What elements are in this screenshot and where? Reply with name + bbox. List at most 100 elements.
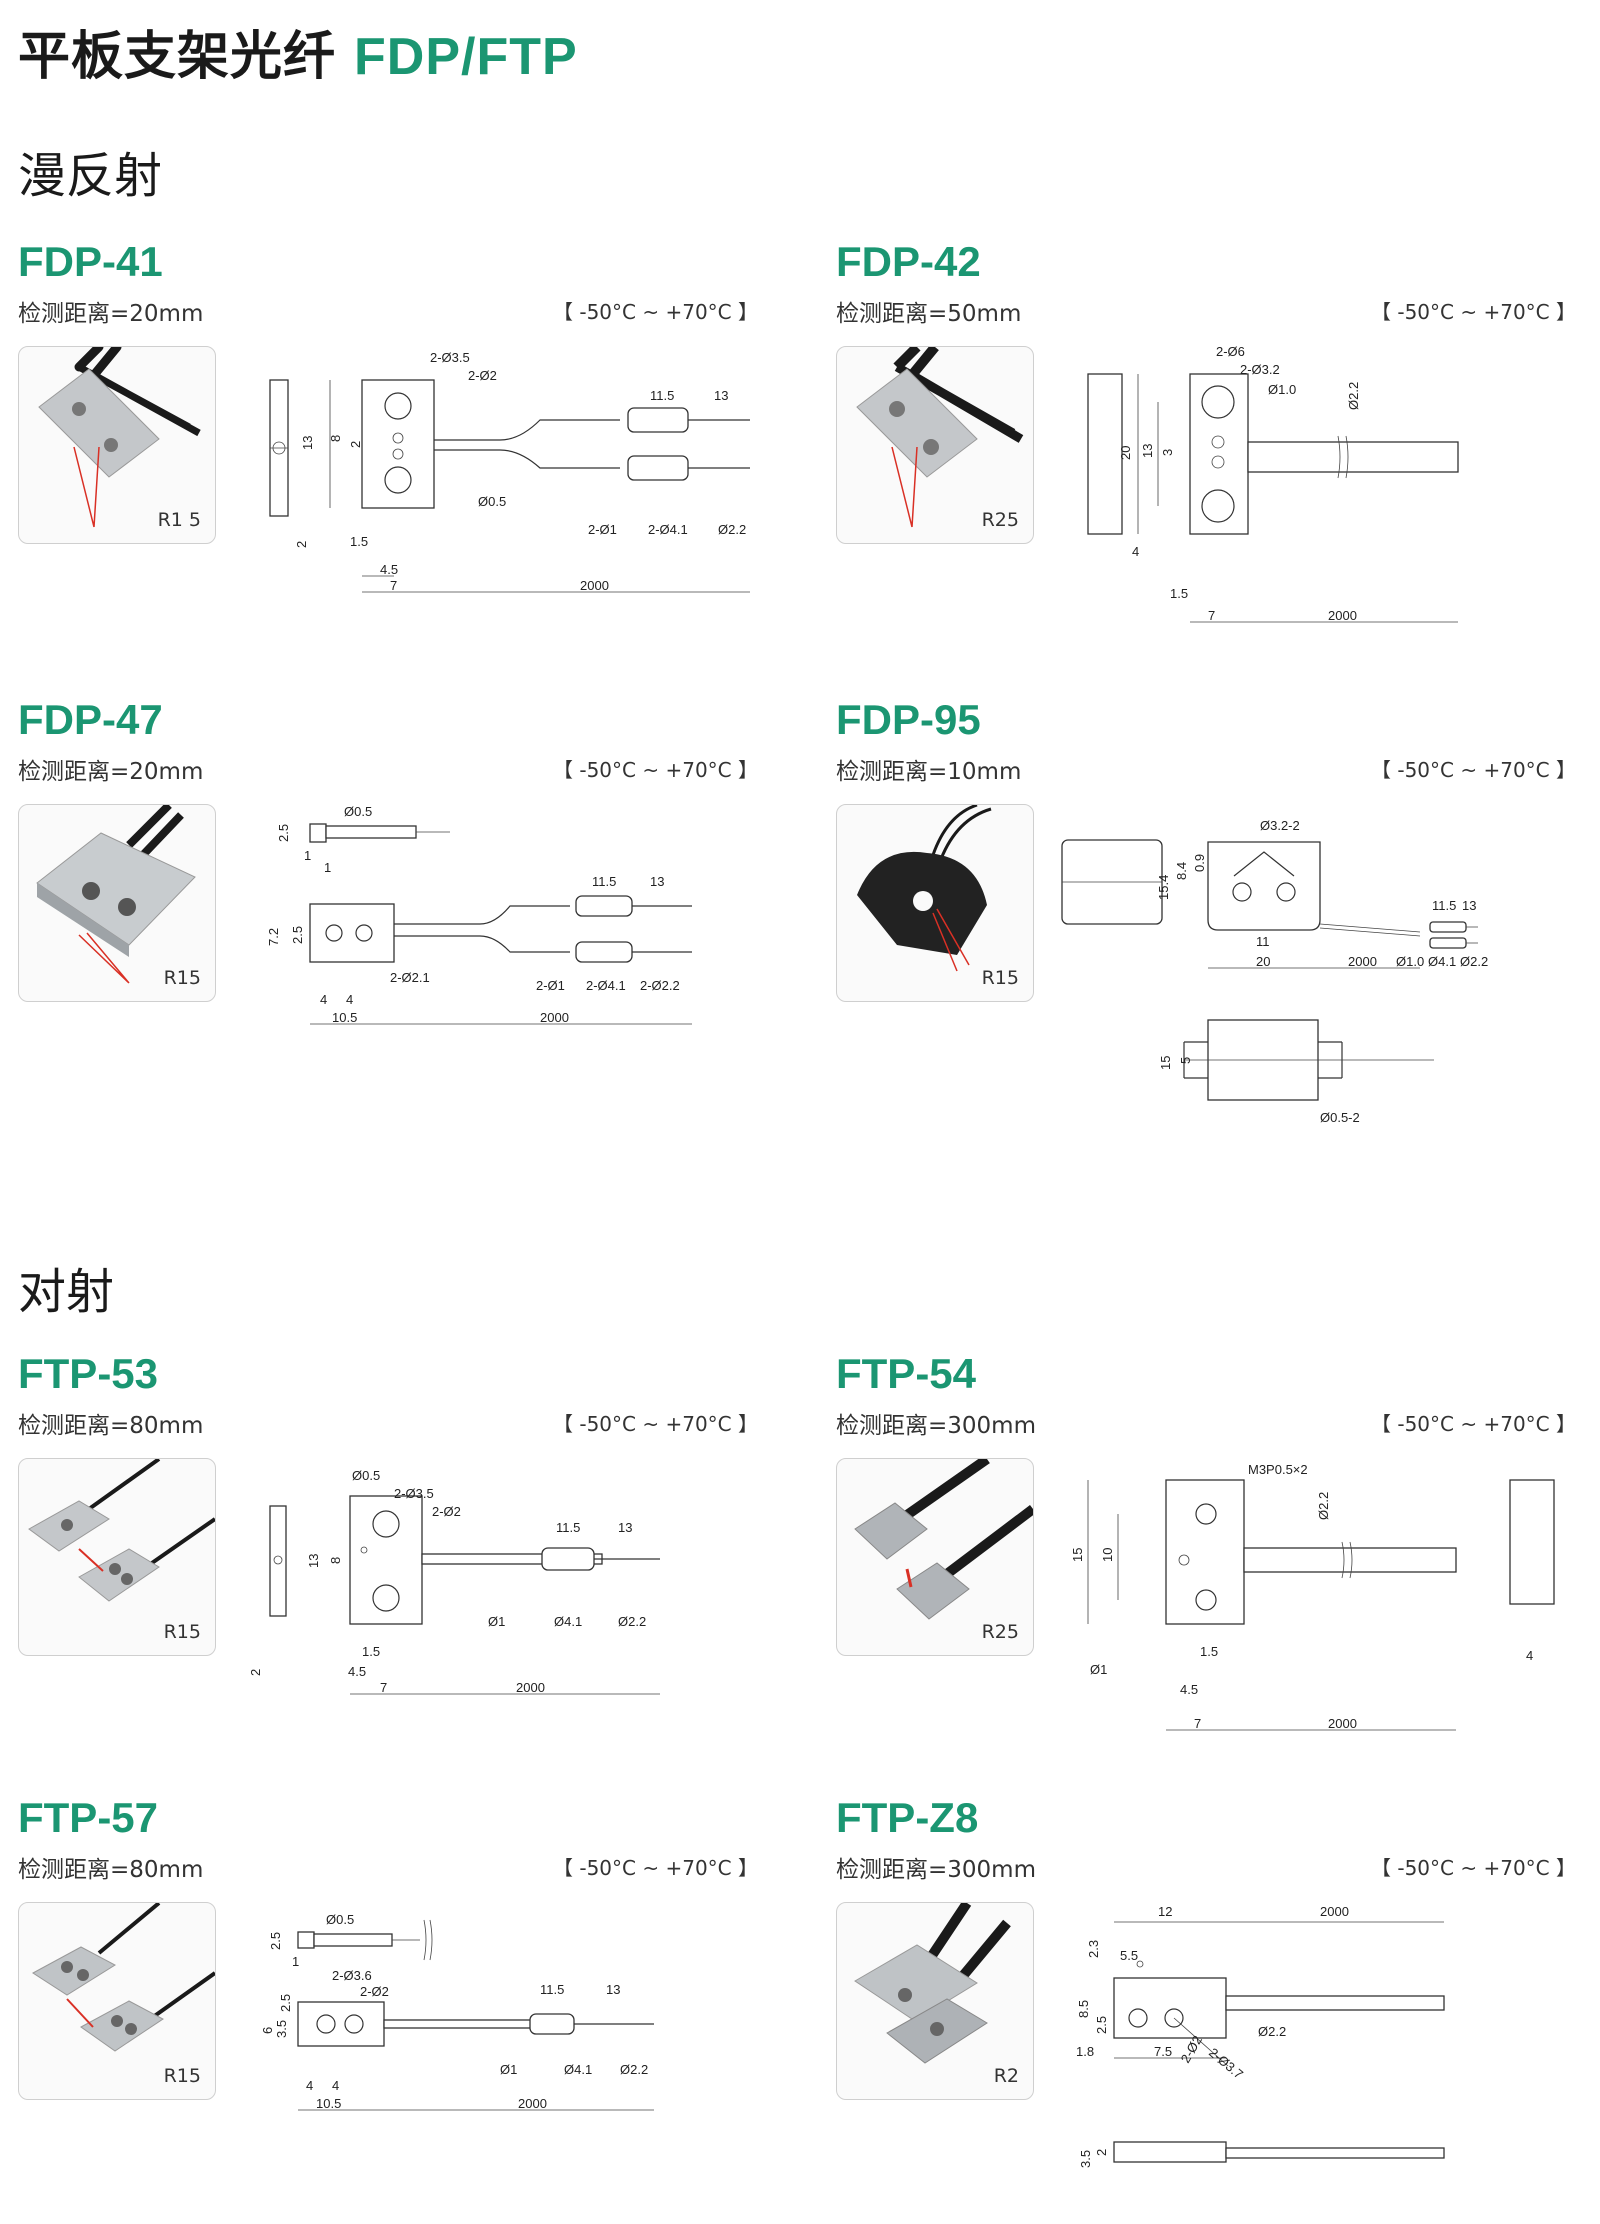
- dim-label: 0.9: [1192, 854, 1207, 872]
- dim-label: 11.5: [592, 874, 616, 889]
- dim-label: Ø1: [488, 1614, 505, 1629]
- dim-label: Ø1.0: [1396, 954, 1424, 969]
- dim-label: 2000: [580, 578, 609, 593]
- dim-label: 4.5: [1180, 1682, 1198, 1697]
- dim-label: Ø0.5: [344, 804, 372, 819]
- dim-label: 4: [320, 992, 327, 1007]
- product-photo: R25: [836, 1458, 1034, 1656]
- detect-distance: 检测距离=20mm: [18, 759, 204, 785]
- product-ftp-53: FTP-53 检测距离=80mm 【 -50°C ~ +70°C 】 R15 Ø…: [18, 1350, 758, 1770]
- dim-label: Ø0.5: [352, 1468, 380, 1483]
- dim-label: 2: [348, 441, 363, 448]
- detect-distance: 检测距离=50mm: [836, 301, 1022, 327]
- dimension-drawing: 2-Ø3.5 2-Ø2 13 8 2 Ø0.5 1.5 4.5 7 2000 1…: [269, 350, 750, 593]
- dimension-drawing: Ø3.2-2 8.4 0.9 15.4 11 20 2000 11.5 13 Ø…: [1061, 818, 1488, 1125]
- dim-label: 4: [346, 992, 353, 1007]
- page-title: 平板支架光纤 FDP/FTP: [18, 14, 578, 89]
- dim-label: 3.5: [274, 2020, 289, 2038]
- dim-label: 1: [292, 1954, 299, 1969]
- dim-label: 8.5: [1076, 2000, 1091, 2018]
- dim-label: 2.5: [276, 824, 291, 842]
- dim-label: 3.5: [1078, 2150, 1093, 2168]
- detect-distance: 检测距离=20mm: [18, 301, 204, 327]
- product-ftp-54: FTP-54 检测距离=300mm 【 -50°C ~ +70°C 】 R25 …: [836, 1350, 1576, 1770]
- dim-label: 2.5: [1094, 2016, 1109, 2034]
- dim-label: 3: [1160, 449, 1175, 456]
- detect-distance: 检测距离=80mm: [18, 1413, 204, 1439]
- dim-label: 2-Ø3.2: [1240, 362, 1280, 377]
- dim-label: Ø2.2: [620, 2062, 648, 2077]
- dim-label: 20: [1256, 954, 1270, 969]
- dim-label: 2000: [1328, 1716, 1357, 1731]
- dim-label: 11.5: [556, 1520, 580, 1535]
- dim-label: 4: [306, 2078, 313, 2093]
- dim-label: 10: [1100, 1548, 1115, 1562]
- product-name: FDP-95: [836, 696, 981, 743]
- dim-label: 2-Ø4.1: [648, 522, 688, 537]
- product-name: FDP-41: [18, 238, 163, 285]
- dim-label: 7: [390, 578, 397, 593]
- dim-label: 1.8: [1076, 2044, 1094, 2059]
- dim-label: 2.5: [290, 926, 305, 944]
- temp-range: 【 -50°C ~ +70°C 】: [1371, 300, 1576, 324]
- dim-label: 1.5: [362, 1644, 380, 1659]
- dim-label: Ø2.2: [1316, 1492, 1331, 1520]
- dim-label: 2000: [516, 1680, 545, 1695]
- dim-label: 4.5: [380, 562, 398, 577]
- dim-label: 13: [714, 388, 728, 403]
- dim-label: 2-Ø1: [536, 978, 565, 993]
- product-photo: R15: [18, 1458, 216, 1656]
- dimension-drawing: 2-Ø6 2-Ø3.2 Ø1.0 20 13 3 1.5 7 2000 Ø2.2…: [1087, 344, 1459, 623]
- dim-label: 2-Ø2: [360, 1984, 389, 1999]
- dimension-drawing: Ø0.5 2-Ø3.5 2-Ø2 13 8 1.5 4.5 7 2000 11.…: [248, 1468, 660, 1695]
- dim-label: 13: [300, 436, 315, 450]
- page-title-code: FDP/FTP: [354, 28, 578, 86]
- dim-label: 2-Ø3.5: [394, 1486, 434, 1501]
- dim-label: 4.5: [348, 1664, 366, 1679]
- dim-label: 20: [1118, 446, 1133, 460]
- dim-label: 15.4: [1156, 875, 1171, 900]
- dim-label: 1: [304, 848, 311, 863]
- dim-label: 15: [1070, 1548, 1085, 1562]
- dim-label: Ø2.2: [1258, 2024, 1286, 2039]
- dim-label: 2-Ø3.5: [430, 350, 470, 365]
- product-name: FTP-54: [836, 1350, 977, 1397]
- product-photo: R15: [18, 804, 216, 1002]
- bend-radius: R15: [163, 2065, 201, 2087]
- product-photo: R1 5: [18, 346, 216, 544]
- dim-label: 5.5: [1120, 1948, 1138, 1963]
- product-photo: R25: [836, 346, 1034, 544]
- dim-label: 1.5: [350, 534, 368, 549]
- temp-range: 【 -50°C ~ +70°C 】: [1371, 758, 1576, 782]
- temp-range: 【 -50°C ~ +70°C 】: [553, 1856, 758, 1880]
- dimension-drawing: Ø0.5 2.5 1 2-Ø3.6 2-Ø2 2.5 6 3.5 4 4 10.…: [260, 1912, 654, 2111]
- product-photo: R15: [836, 804, 1034, 1002]
- product-fdp-47: FDP-47 检测距离=20mm 【 -50°C ~ +70°C 】 R15 Ø…: [18, 696, 758, 1116]
- dim-label: 2-Ø1: [588, 522, 617, 537]
- dim-label: 11.5: [540, 1982, 564, 1997]
- dim-label: 2.5: [278, 1994, 293, 2012]
- dim-label: Ø4.1: [1428, 954, 1456, 969]
- bend-radius: R15: [163, 967, 201, 989]
- dim-label: 13: [618, 1520, 632, 1535]
- dim-label: 13: [606, 1982, 620, 1997]
- dimension-drawing: M3P0.5×2 Ø2.2 15 10 Ø1 1.5 4.5 7 2000 4: [1070, 1462, 1555, 1731]
- product-name: FDP-47: [18, 696, 163, 743]
- dim-label: 2: [294, 541, 309, 548]
- dim-label: 13: [306, 1554, 321, 1568]
- dim-label: Ø3.2-2: [1260, 818, 1300, 833]
- bend-radius: R1 5: [157, 509, 201, 531]
- bend-radius: R15: [163, 1621, 201, 1643]
- dim-label: 6: [260, 2027, 275, 2034]
- page-title-cn: 平板支架光纤: [18, 27, 337, 87]
- detect-distance: 检测距离=300mm: [836, 1857, 1036, 1883]
- bend-radius: R15: [981, 967, 1019, 989]
- dim-label: 7.5: [1154, 2044, 1172, 2059]
- product-name: FDP-42: [836, 238, 981, 285]
- product-fdp-41: FDP-41 检测距离=20mm 【 -50°C ~ +70°C 】 R1 5 …: [18, 238, 758, 658]
- dim-label: 2-Ø3.6: [332, 1968, 372, 1983]
- dim-label: Ø0.5: [326, 1912, 354, 1927]
- dim-label: 2-Ø2.1: [390, 970, 430, 985]
- dim-label: 10.5: [332, 1010, 357, 1025]
- dim-label: 2000: [518, 2096, 547, 2111]
